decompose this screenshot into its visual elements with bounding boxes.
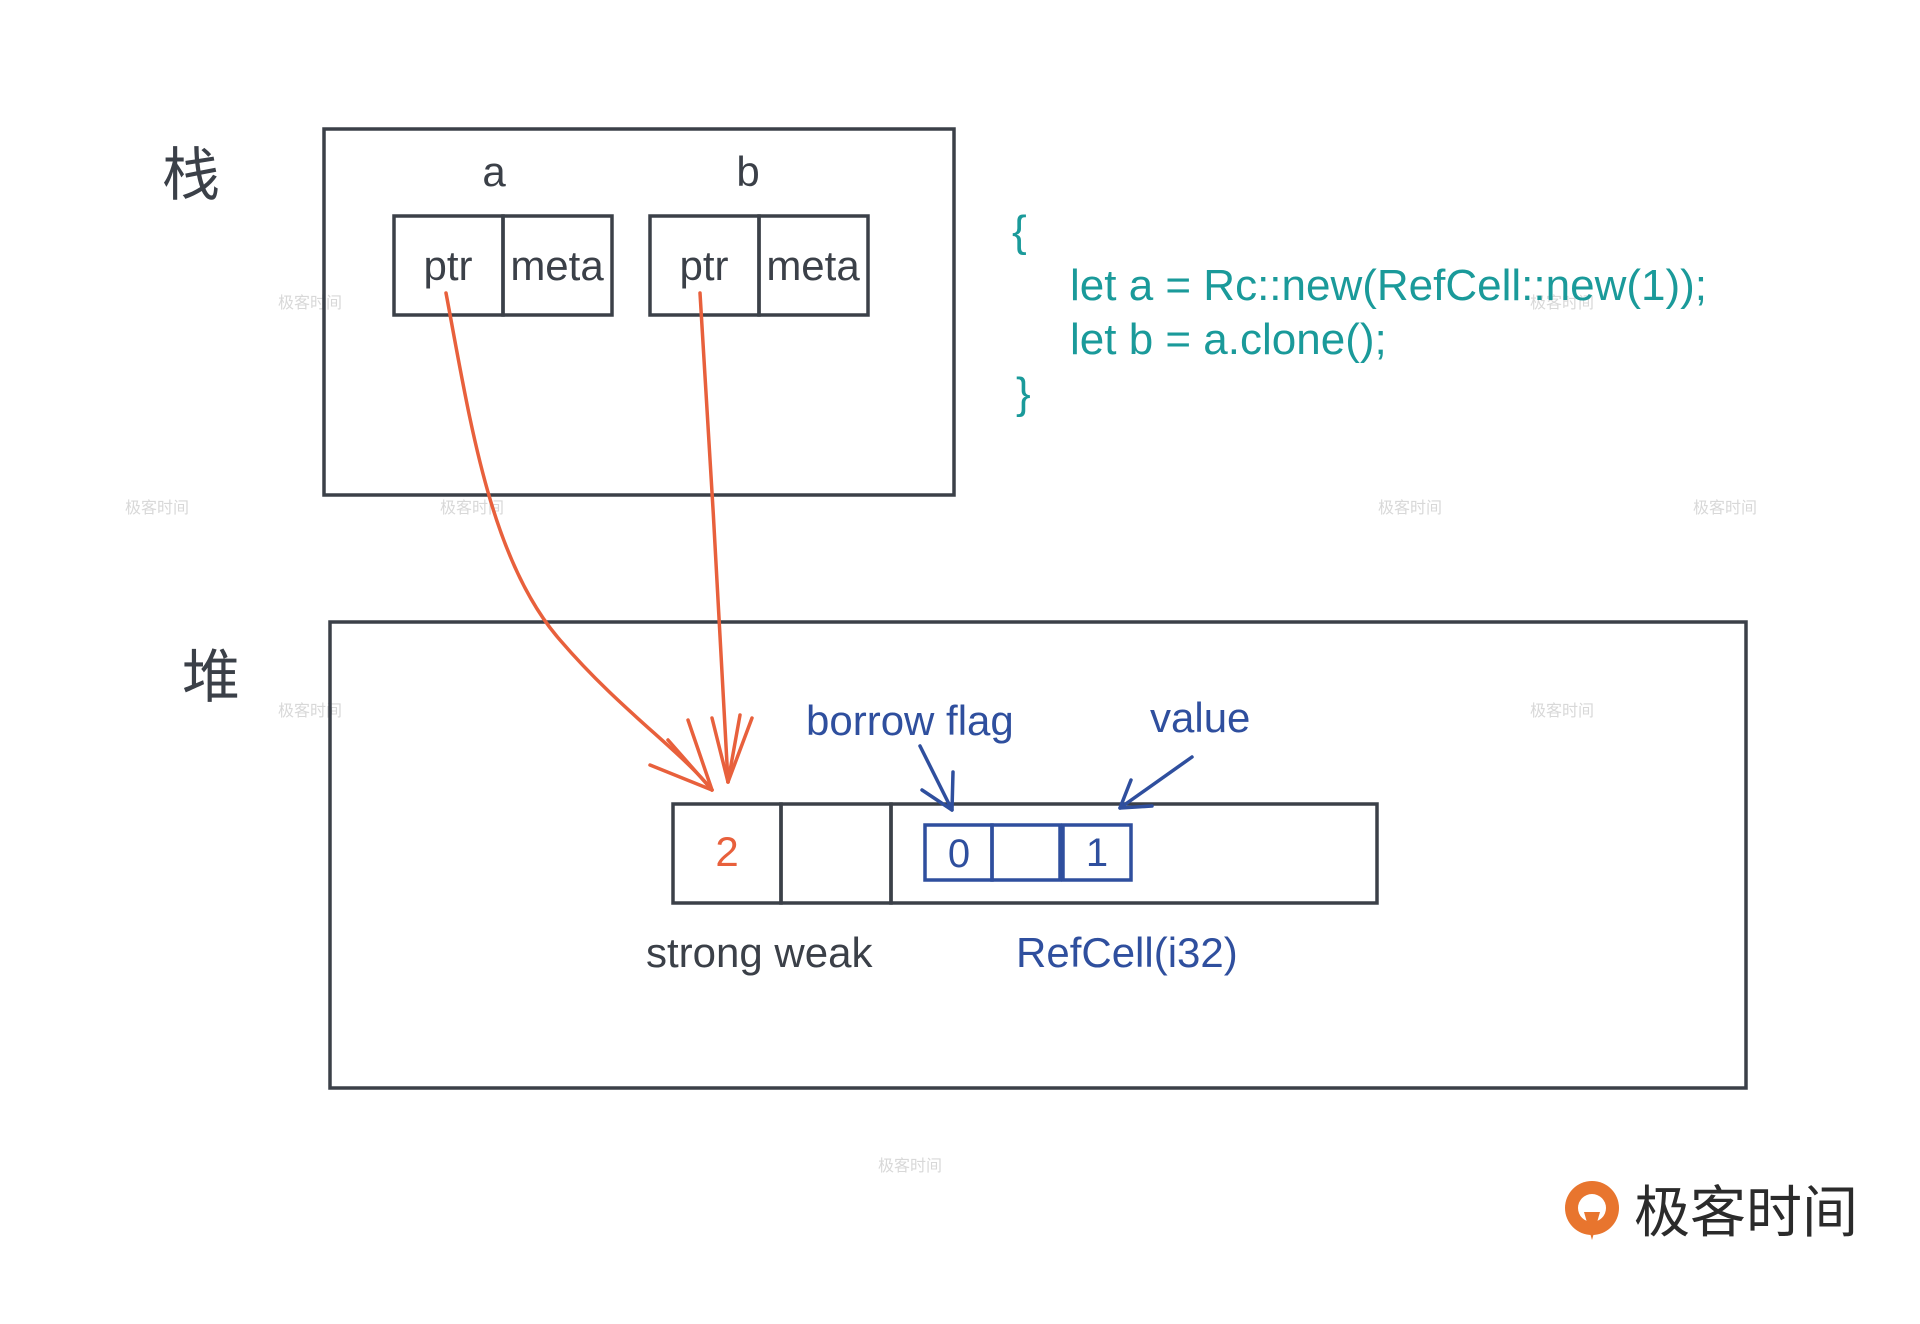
value-box	[1061, 823, 1133, 882]
watermark-text: 极客时间	[878, 1157, 942, 1175]
b-meta-cell	[757, 214, 870, 317]
refcell-internals: 0 1	[923, 823, 1133, 882]
watermark-text: 极客时间	[278, 702, 342, 720]
refcell-type-caption: RefCell(i32)	[1016, 929, 1238, 976]
b-ptr-arrow	[698, 291, 754, 784]
var-b-label: b	[736, 148, 759, 195]
var-a-label: a	[482, 148, 506, 195]
cell-value: 1	[1086, 831, 1108, 875]
code-line-1: let a = Rc::new(RefCell::new(1));	[1070, 261, 1707, 310]
padding-box	[990, 823, 1062, 882]
value-annotation: value	[1150, 694, 1250, 741]
weak-count-cell	[779, 802, 893, 905]
geektime-logo-text: 极客时间	[1634, 1181, 1858, 1244]
var-a-fat-pointer: ptr meta	[392, 214, 614, 317]
borrow-flag-value: 0	[948, 832, 970, 876]
var-b-fat-pointer: ptr meta	[648, 214, 870, 317]
annotation-arrows	[918, 744, 1194, 812]
watermark-text: 极客时间	[125, 499, 189, 517]
strong-weak-caption: strong weak	[646, 929, 873, 976]
watermark-text: 极客时间	[440, 499, 504, 517]
a-meta-text: meta	[510, 242, 604, 289]
watermarks: 极客时间 极客时间 极客时间 极客时间 极客时间 极客时间 极客时间 极客时间 …	[125, 294, 1757, 1175]
code-open-brace: {	[1012, 207, 1027, 256]
heap-frame	[328, 620, 1748, 1090]
code-close-brace: }	[1016, 369, 1031, 418]
borrow-flag-annotation: borrow flag	[806, 697, 1014, 744]
rcbox: 2	[671, 802, 1379, 905]
a-ptr-arrow	[444, 291, 714, 792]
b-meta-text: meta	[766, 242, 860, 289]
stack-frame	[322, 127, 956, 497]
watermark-text: 极客时间	[1530, 294, 1594, 312]
geektime-logo-icon	[1565, 1181, 1619, 1240]
a-meta-cell	[501, 214, 614, 317]
watermark-text: 极客时间	[1378, 499, 1442, 517]
strong-count-value: 2	[715, 828, 738, 875]
stack-label: 栈	[162, 143, 220, 208]
refcell-cell	[889, 802, 1379, 905]
borrow-flag-arrow	[918, 744, 955, 812]
a-ptr-text: ptr	[423, 242, 472, 289]
geektime-logo: 极客时间	[1565, 1181, 1858, 1244]
watermark-text: 极客时间	[1530, 702, 1594, 720]
b-ptr-text: ptr	[679, 242, 728, 289]
heap-label: 堆	[182, 645, 240, 710]
value-arrow	[1118, 755, 1194, 810]
code-snippet: { let a = Rc::new(RefCell::new(1)); let …	[1012, 207, 1707, 418]
pointer-arrows	[444, 291, 754, 792]
code-line-2: let b = a.clone();	[1070, 315, 1387, 364]
watermark-text: 极客时间	[278, 294, 342, 312]
watermark-text: 极客时间	[1693, 499, 1757, 517]
